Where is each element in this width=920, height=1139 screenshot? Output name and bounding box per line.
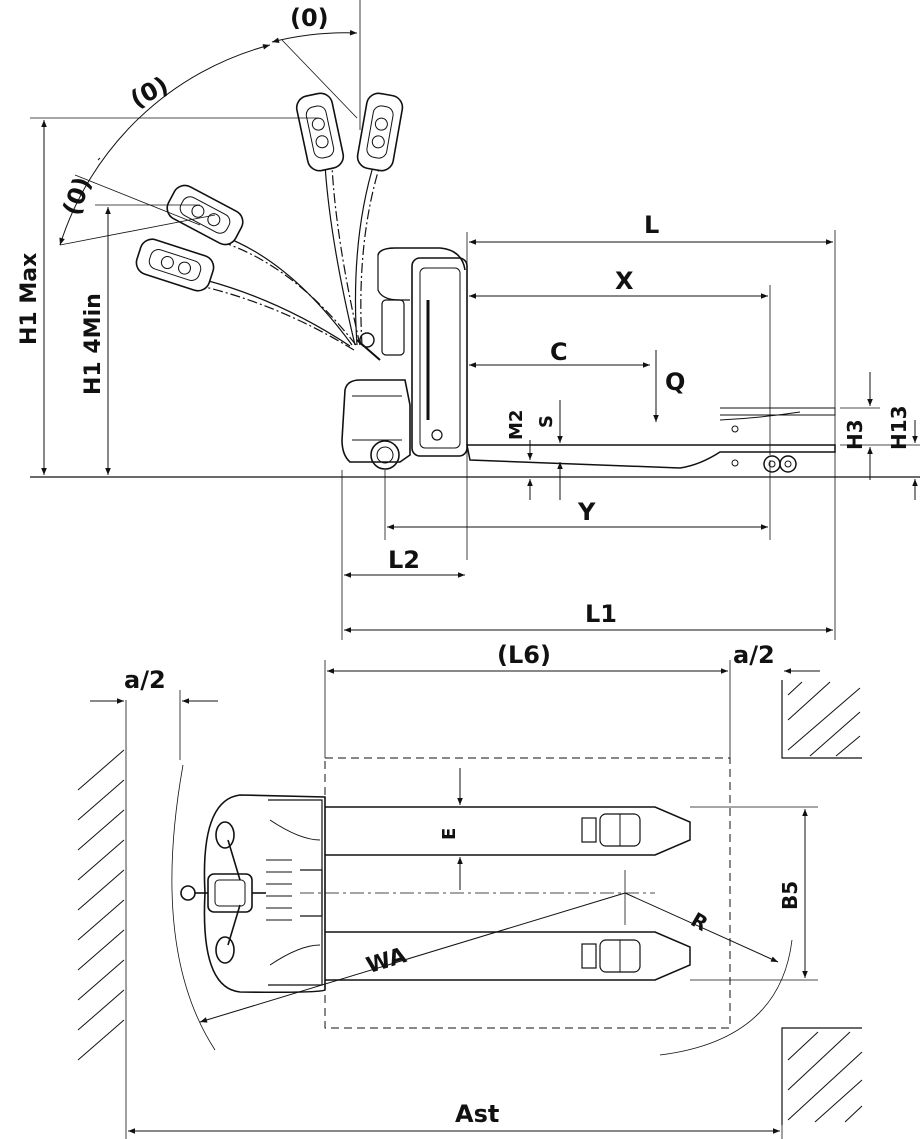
r-label: R xyxy=(687,907,712,935)
side-view: (0) (0) (0) H1 Max H1 4Min L X C Q M2 S … xyxy=(17,0,920,640)
tiller-head-upper xyxy=(295,92,345,172)
a-half-right-label: a/2 xyxy=(733,641,775,669)
y-label: Y xyxy=(577,498,596,526)
fork-height-dimensions xyxy=(840,372,920,500)
r-line xyxy=(624,892,779,963)
tiller-top xyxy=(180,821,266,964)
right-wall-hatch-top xyxy=(781,680,862,759)
q-label: Q xyxy=(665,368,685,396)
l1-label: L1 xyxy=(585,600,617,628)
forks-top xyxy=(325,806,691,981)
turning-arc-left xyxy=(171,764,216,1051)
l-label: L xyxy=(644,211,659,239)
tiller-arms xyxy=(204,159,382,351)
right-wall-hatch-bottom xyxy=(781,1027,863,1125)
b5-label: B5 xyxy=(778,881,802,910)
angle-label-top: (0) xyxy=(290,4,329,32)
height-dimensions xyxy=(30,117,318,475)
top-view: a/2 (L6) a/2 E B5 R WA Ast xyxy=(77,641,863,1139)
l6-label: (L6) xyxy=(497,641,551,669)
x-label: X xyxy=(615,267,634,295)
a-half-left-dimension xyxy=(90,690,218,760)
turning-arc-right xyxy=(659,939,793,1056)
ast-label: Ast xyxy=(455,1100,499,1128)
tiller-head-vertical xyxy=(356,92,404,172)
m2-label: M2 xyxy=(506,410,527,440)
e-label: E xyxy=(439,828,460,840)
angle-label-middle: (0) xyxy=(126,71,173,114)
clearance-dimensions xyxy=(527,400,563,500)
h3-label: H3 xyxy=(843,419,867,450)
truck-body-top xyxy=(203,794,326,994)
angle-label-lower: (0) xyxy=(57,173,97,219)
h1-min-label: H1 4Min xyxy=(81,293,106,395)
length-dimensions-top xyxy=(466,230,836,640)
left-wall-hatch xyxy=(77,700,127,1139)
tiller-heads xyxy=(135,92,404,292)
length-dimensions-bottom xyxy=(341,460,833,640)
tiller-head-lower xyxy=(135,238,215,292)
h1-max-label: H1 Max xyxy=(17,253,42,345)
wa-label: WA xyxy=(364,943,410,979)
l6-dimension xyxy=(324,660,820,758)
b5-dimension xyxy=(690,806,818,981)
s-label: S xyxy=(536,415,557,428)
l2-label: L2 xyxy=(388,546,420,574)
a-half-left-label: a/2 xyxy=(124,666,166,694)
h13-label: H13 xyxy=(887,405,911,450)
wa-line xyxy=(199,892,626,1023)
c-label: C xyxy=(550,338,568,366)
